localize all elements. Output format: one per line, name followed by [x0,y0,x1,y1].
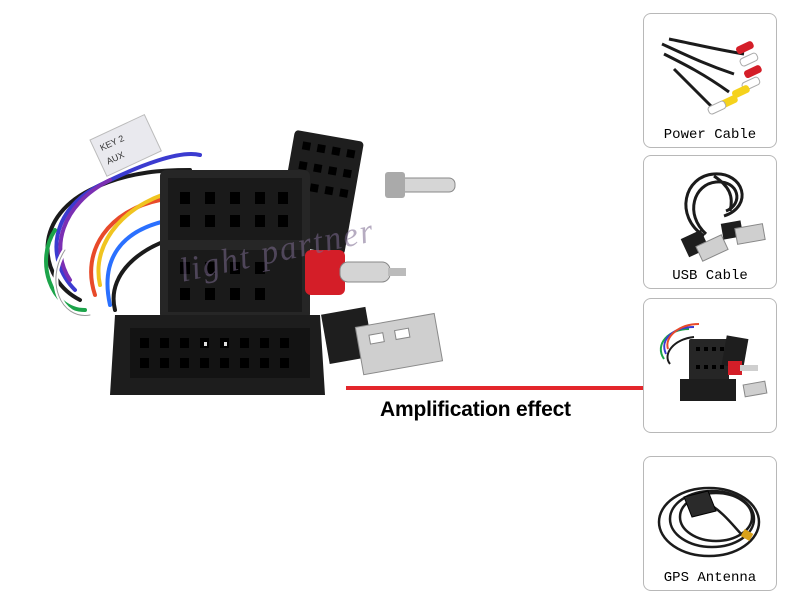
thumbnail-label: USB Cable [672,268,748,284]
harness-thumbnail-illustration [659,323,768,401]
thumbnail-label: GPS Antenna [663,570,757,586]
amplification-caption: Amplification effect [380,398,571,421]
gps-antenna-illustration [657,486,761,558]
callout-line [346,386,648,390]
thumbnail-gps-antenna[interactable]: GPS Antenna [643,456,777,591]
wiring-harness-photo: KEY 2 AUX [44,113,456,395]
thumbnail-wiring-harness[interactable] [643,298,777,433]
thumbnail-label: Power Cable [663,127,757,143]
usb-cable-illustration [680,172,766,262]
power-cable-illustration [661,37,762,115]
thumbnail-usb-cable[interactable]: USB Cable [643,155,777,289]
thumbnail-power-cable[interactable]: Power Cable [643,13,777,148]
